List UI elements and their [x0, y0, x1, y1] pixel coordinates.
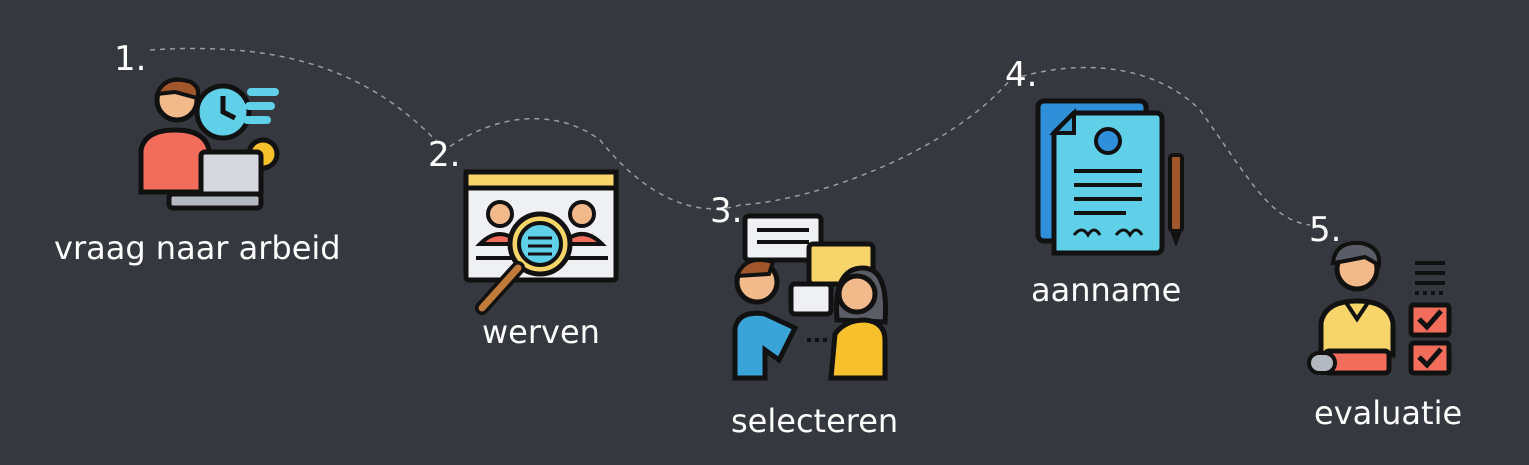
evaluation-checklist-icon	[1307, 240, 1452, 376]
step-5-number: 5.	[1309, 210, 1342, 250]
step-1-label: vraag naar arbeid	[54, 229, 341, 267]
worker-at-laptop-with-clock-icon	[138, 77, 280, 211]
step-3-label: selecteren	[731, 402, 899, 440]
job-interview-conversation-icon	[732, 213, 889, 381]
step-4-number: 4.	[1005, 55, 1038, 95]
step-3-number: 3.	[710, 191, 743, 231]
step-5-label: evaluatie	[1314, 394, 1463, 432]
step-2-number: 2.	[428, 135, 461, 175]
signed-contract-icon	[1035, 98, 1184, 256]
recruitment-search-window-icon	[463, 169, 619, 315]
step-2-label: werven	[482, 313, 600, 351]
step-4-label: aanname	[1031, 271, 1182, 309]
step-1-number: 1.	[114, 39, 147, 79]
